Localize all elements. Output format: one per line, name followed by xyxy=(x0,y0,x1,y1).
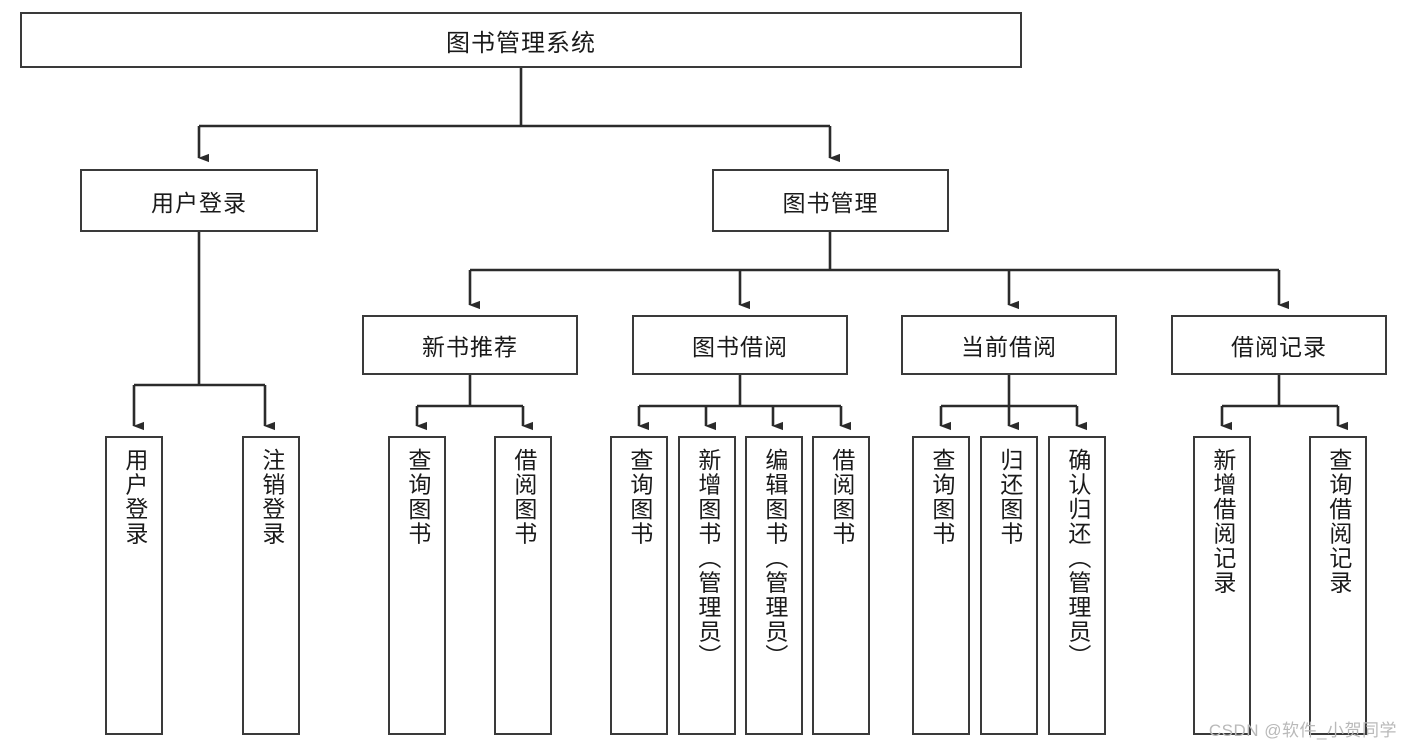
node-root-book-management-system[interactable]: 图书管理系统 xyxy=(20,12,1022,68)
node-leaf-query-book-2[interactable]: 查询图书 xyxy=(610,436,668,735)
node-label: 图书管理 xyxy=(782,189,879,216)
node-label: 用户登录 xyxy=(121,448,148,546)
node-label: 新增借阅记录 xyxy=(1209,448,1236,595)
node-label: 新书推荐 xyxy=(422,334,518,360)
node-label: 确认归还（管理员） xyxy=(1064,448,1091,669)
node-leaf-add-record[interactable]: 新增借阅记录 xyxy=(1193,436,1251,735)
node-new-book-recommend[interactable]: 新书推荐 xyxy=(362,315,578,375)
node-label: 图书借阅 xyxy=(692,334,788,360)
node-leaf-borrow-book-2[interactable]: 借阅图书 xyxy=(812,436,870,735)
node-label: 图书管理系统 xyxy=(446,29,596,57)
node-label: 借阅图书 xyxy=(510,448,537,546)
node-label: 归还图书 xyxy=(996,448,1023,546)
node-leaf-query-book-3[interactable]: 查询图书 xyxy=(912,436,970,735)
node-leaf-borrow-book-1[interactable]: 借阅图书 xyxy=(494,436,552,735)
node-borrow-record[interactable]: 借阅记录 xyxy=(1171,315,1387,375)
node-current-borrow[interactable]: 当前借阅 xyxy=(901,315,1117,375)
node-leaf-logout-login[interactable]: 注销登录 xyxy=(242,436,300,735)
node-leaf-add-book[interactable]: 新增图书（管理员） xyxy=(678,436,736,735)
node-book-management[interactable]: 图书管理 xyxy=(712,169,949,232)
node-label: 借阅图书 xyxy=(828,448,855,546)
node-leaf-return-book[interactable]: 归还图书 xyxy=(980,436,1038,735)
node-label: 查询图书 xyxy=(404,448,431,546)
node-user-login[interactable]: 用户登录 xyxy=(80,169,318,232)
node-leaf-confirm-return[interactable]: 确认归还（管理员） xyxy=(1048,436,1106,735)
node-leaf-edit-book[interactable]: 编辑图书（管理员） xyxy=(745,436,803,735)
node-label: 用户登录 xyxy=(151,189,247,216)
node-label: 查询借阅记录 xyxy=(1325,448,1352,595)
node-leaf-user-login[interactable]: 用户登录 xyxy=(105,436,163,735)
node-book-borrow[interactable]: 图书借阅 xyxy=(632,315,848,375)
csdn-watermark: CSDN @软件_小贺同学 xyxy=(1208,721,1397,740)
node-leaf-query-book-1[interactable]: 查询图书 xyxy=(388,436,446,735)
node-label: 借阅记录 xyxy=(1231,334,1327,360)
node-label: 当前借阅 xyxy=(961,334,1057,360)
node-leaf-query-record[interactable]: 查询借阅记录 xyxy=(1309,436,1367,735)
node-label: 查询图书 xyxy=(626,448,653,546)
node-label: 新增图书（管理员） xyxy=(694,448,721,669)
node-label: 查询图书 xyxy=(928,448,955,546)
node-label: 注销登录 xyxy=(258,448,285,546)
node-label: 编辑图书（管理员） xyxy=(761,448,788,669)
